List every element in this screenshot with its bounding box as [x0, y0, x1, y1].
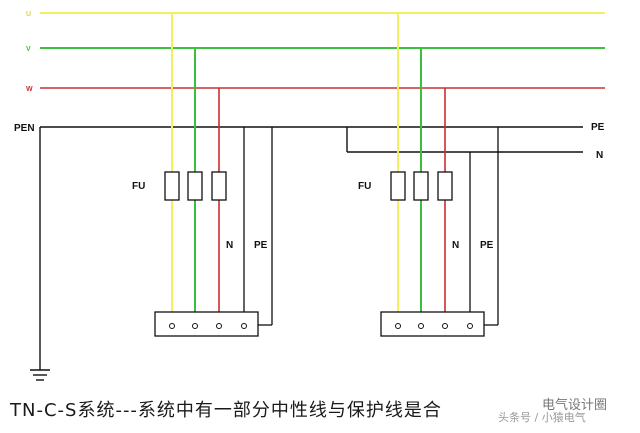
right-terminals	[395, 323, 473, 329]
left-fuse-v	[187, 171, 203, 201]
left-terminals	[169, 323, 247, 329]
right-branch: FU N PE	[358, 13, 499, 337]
watermark-source: 头条号 / 小猿电气	[498, 411, 586, 424]
left-pe-label: PE	[254, 240, 268, 251]
left-fu-label: FU	[132, 181, 145, 192]
pen-label: PEN	[14, 123, 35, 134]
phase-w-label: W	[26, 86, 33, 93]
right-n-label: N	[452, 240, 459, 251]
right-pe-label: PE	[480, 240, 494, 251]
phase-v-label: V	[26, 46, 31, 53]
diagram-caption: TN-C-S系统---系统中有一部分中性线与保护线是合	[10, 400, 442, 421]
right-fu-label: FU	[358, 181, 371, 192]
ground-icon	[30, 369, 50, 381]
left-fuse-u	[164, 171, 180, 201]
pe-right-label: PE	[591, 122, 605, 133]
right-fuse-w	[437, 171, 453, 201]
right-fuse-u	[390, 171, 406, 201]
right-fuse-v	[413, 171, 429, 201]
watermark-title: 电气设计圈	[542, 398, 608, 413]
n-right-label: N	[596, 150, 603, 161]
left-n-label: N	[226, 240, 233, 251]
left-branch: FU N PE	[132, 13, 273, 337]
phase-u-label: U	[26, 11, 31, 18]
left-fuse-w	[211, 171, 227, 201]
